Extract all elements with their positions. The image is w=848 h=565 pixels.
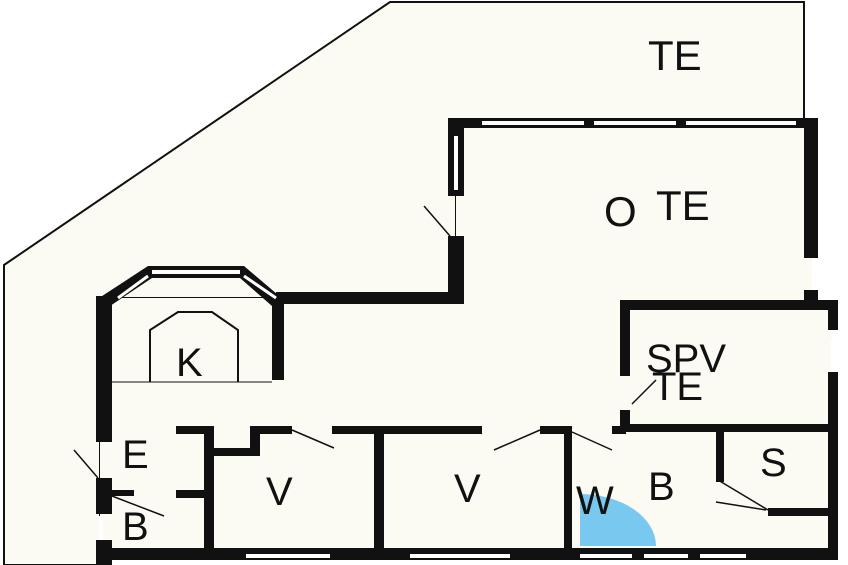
label-bathroom: B [648, 465, 675, 509]
door-swings [73, 205, 769, 517]
label-dressing-spv: SPV [646, 337, 726, 381]
house-floor [100, 122, 832, 560]
label-bedroom-2: V [454, 467, 481, 511]
label-bedroom-1: V [266, 470, 293, 514]
label-kitchen: K [176, 341, 203, 385]
label-terrace-top: TE [648, 32, 702, 79]
label-sauna: S [760, 441, 787, 485]
label-dressing-te: TE [652, 365, 703, 409]
label-covered-terrace-o: O [604, 188, 637, 235]
label-bathroom-small: B [122, 505, 149, 549]
top-windows [454, 121, 796, 190]
label-covered-terrace-te: TE [656, 182, 710, 229]
dressing-room-walls [620, 300, 838, 432]
label-entrance: E [122, 433, 149, 477]
kitchen-bay [96, 266, 284, 383]
bottom-windows [99, 340, 835, 558]
shower-area [580, 494, 656, 546]
label-wc: W [576, 479, 614, 523]
interior-walls [104, 426, 836, 560]
